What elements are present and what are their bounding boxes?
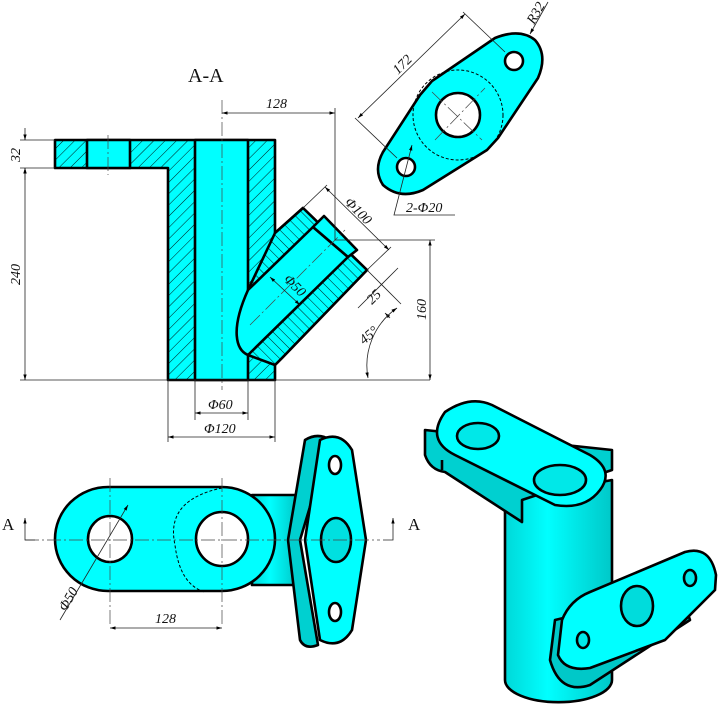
dim-branch-offset: 128 — [266, 97, 287, 112]
flange-hole-section — [85, 138, 132, 170]
dim-flange-thickness: 32 — [9, 148, 24, 163]
branch-flange-view: 172 R32 2-Φ20 — [354, 0, 549, 216]
plan-view: 128 Φ50 A A — [2, 434, 421, 648]
bolt-hole-upper — [503, 50, 525, 72]
iso-top-hole-1 — [455, 421, 501, 451]
dim-branch-height: 160 — [415, 299, 430, 320]
section-view: A-A 32 240 128 160 Φ100 Φ5 — [9, 65, 435, 442]
section-mark-left: A — [2, 515, 15, 534]
plan-flange-side — [286, 434, 332, 648]
dim-branch-flange-thickness: 25 — [364, 287, 385, 308]
dim-hole-spacing: 172 — [390, 52, 415, 77]
dim-branch-flange-dia: Φ100 — [341, 195, 374, 228]
iso-branch-bore — [619, 584, 655, 628]
dim-height: 240 — [9, 264, 24, 285]
dim-body-dia: Φ120 — [204, 422, 236, 437]
dim-bore-dia: Φ60 — [208, 398, 233, 413]
section-title: A-A — [188, 65, 224, 87]
section-mark-right: A — [408, 515, 421, 534]
isometric-view — [423, 399, 718, 704]
dim-holes: 2-Φ20 — [406, 201, 442, 216]
iso-top-hole-2 — [532, 463, 588, 497]
dim-lobe-radius: R32 — [524, 0, 549, 28]
dim-plan-hole-spacing: 128 — [155, 612, 176, 627]
